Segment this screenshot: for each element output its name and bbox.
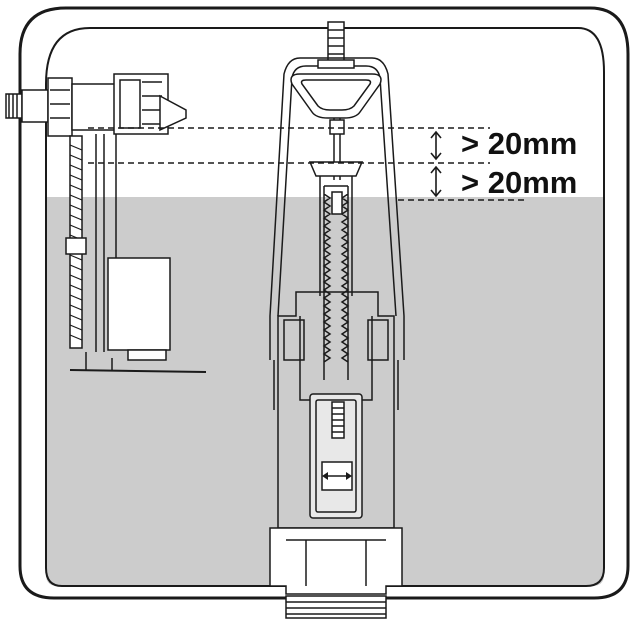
upper-clearance-label: > 20mm [461,126,578,161]
cage-frame-outer [269,57,405,360]
valve-base-flange [269,527,403,595]
fill-valve [5,73,207,373]
lower-clearance-label: > 20mm [461,165,578,200]
cistern-outer-wall [18,6,630,600]
float-cup [107,257,171,351]
float-spring [322,185,350,380]
lift-handle [290,73,382,119]
valve-base [69,369,207,373]
water-area [46,197,604,586]
flush-valve [269,21,405,619]
overflow-cap [308,161,364,177]
cistern-inner-wall [45,27,605,587]
dimension-annotations [88,127,528,201]
